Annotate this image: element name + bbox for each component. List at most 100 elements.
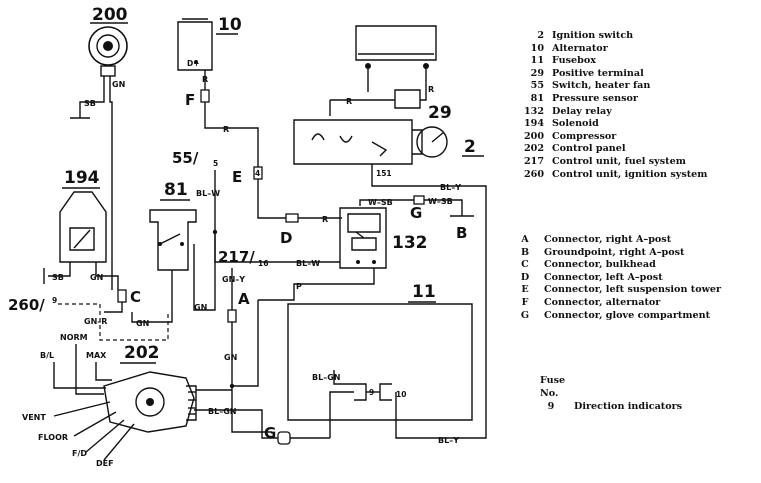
- connector-item-code: A: [521, 234, 529, 245]
- compressor-symbol: [88, 26, 128, 77]
- wire-label-bl-w-relay: BL–W: [296, 259, 320, 268]
- legend-item-name: Alternator: [552, 42, 608, 54]
- legend-item-number: 29: [530, 67, 544, 79]
- legend-item: 200 Compressor: [514, 131, 759, 144]
- label-control-panel-202: 202: [124, 343, 160, 363]
- legend-item-name: Switch, heater fan: [552, 80, 651, 92]
- solenoid-symbol: [59, 191, 107, 263]
- legend-item-name: Control unit, fuel system: [552, 155, 686, 167]
- wire-label-bl-y-bottom: BL–Y: [438, 436, 459, 445]
- connector-item-code: G: [520, 309, 530, 321]
- legend-item-name: Control panel: [552, 143, 626, 155]
- connector-item-name: Connector, left suspension tower: [544, 284, 722, 296]
- wire-label-r-mid: R: [223, 125, 229, 134]
- legend-item-name: Solenoid: [552, 118, 599, 130]
- legend-item-number: 2: [537, 30, 544, 41]
- label-positive-terminal-29: 29: [428, 103, 452, 123]
- label-alternator-10: 10: [218, 15, 242, 35]
- legend-item-name: Compressor: [552, 130, 617, 142]
- label-ignition-control-260: 260/: [8, 296, 45, 314]
- control-panel-symbol: [103, 371, 197, 433]
- wire-label-bl-gn-panel: BL–GN: [208, 407, 236, 416]
- wire-label-bl-y-top: BL–Y: [440, 183, 461, 192]
- connector-f: F: [185, 91, 195, 109]
- legend-item-name: Ignition switch: [552, 30, 634, 41]
- legend-item: 217 Control unit, fuel system: [514, 156, 759, 169]
- legend-item: 260 Control unit, ignition system: [514, 169, 759, 182]
- svg-text:9: 9: [369, 388, 374, 397]
- wire-label-gn-r: GN–R: [84, 317, 107, 326]
- delay-relay-symbol: [339, 207, 387, 269]
- connector-item-code: E: [521, 284, 529, 296]
- battery-fusebox-top: [355, 25, 437, 80]
- position-fd: F/D: [72, 449, 87, 458]
- connector-item: D Connector, left A–post: [514, 272, 759, 285]
- connector-a: A: [238, 290, 250, 308]
- svg-text:151: 151: [376, 169, 392, 178]
- svg-text:16: 16: [258, 259, 268, 268]
- ignition-switch-symbol: [293, 119, 448, 165]
- wire-label-w-sb-left: W–SB: [368, 198, 393, 207]
- connector-item-name: Connector, left A–post: [544, 271, 663, 283]
- connector-item-name: Connector, right A–post: [544, 234, 672, 245]
- legend-item-name: Fusebox: [552, 55, 596, 67]
- connector-item-code: D: [520, 271, 530, 283]
- legend-item-number: 10: [530, 42, 544, 54]
- svg-text:D+: D+: [187, 59, 200, 68]
- position-def: DEF: [96, 459, 114, 468]
- svg-text:10: 10: [396, 390, 406, 399]
- legend-item: 202 Control panel: [514, 143, 759, 156]
- wire-label-bl-gn-fuse: BL–GN: [312, 373, 340, 382]
- legend-item: 10 Alternator: [514, 43, 759, 56]
- legend-item-number: 132: [523, 105, 544, 117]
- wire-label-gn-y: GN–Y: [222, 275, 245, 284]
- wire-label-w-sb-right: W–SB: [428, 197, 453, 206]
- legend-item-number: 217: [523, 155, 544, 167]
- connector-item-name: Connector, alternator: [544, 296, 661, 308]
- legend-item-number: 202: [523, 143, 544, 155]
- position-max: MAX: [86, 351, 107, 360]
- svg-text:R: R: [346, 97, 352, 106]
- fuse-legend: Fuse No. 9 Direction indicators: [540, 375, 740, 413]
- connector-item-name: Connector, glove compartment: [544, 309, 711, 321]
- connector-d: D: [280, 229, 292, 247]
- legend-item-name: Positive terminal: [552, 67, 644, 79]
- connector-item: G Connector, glove compartment: [514, 310, 759, 323]
- position-bl: B/L: [40, 351, 54, 360]
- legend-item: 194 Solenoid: [514, 118, 759, 131]
- alternator-symbol: D+: [177, 18, 213, 71]
- label-fusebox-11: 11: [412, 282, 436, 302]
- position-floor: FLOOR: [38, 433, 68, 442]
- wire-label-sb: SB: [84, 99, 96, 108]
- label-delay-relay-132: 132: [392, 233, 428, 253]
- legend-item-number: 260: [523, 168, 544, 180]
- svg-text:5: 5: [213, 159, 218, 168]
- legend-item-number: 81: [530, 92, 544, 104]
- fuse-title: Fuse: [540, 375, 566, 386]
- connector-item-code: C: [521, 259, 529, 271]
- legend-item-name: Delay relay: [552, 105, 612, 117]
- fuse-number: 9: [547, 400, 555, 412]
- connector-item-code: B: [520, 246, 530, 258]
- label-heater-fan-switch-55: 55/: [172, 149, 199, 167]
- legend-item-number: 200: [523, 130, 544, 142]
- legend-item: 2 Ignition switch: [514, 30, 759, 43]
- wire-label-sb-solenoid: SB: [52, 273, 64, 282]
- connector-g-bottom: G: [264, 424, 276, 442]
- legend-item: 132 Delay relay: [514, 106, 759, 119]
- legend-item-name: Control unit, ignition system: [552, 168, 708, 180]
- position-norm: NORM: [60, 333, 88, 342]
- label-pressure-sensor-81: 81: [164, 180, 188, 200]
- fuse-no-label: No.: [540, 387, 559, 399]
- fuse-name: Direction indicators: [574, 400, 683, 412]
- wire-label-gn-sensor: GN: [136, 319, 149, 328]
- legend-item-number: 194: [523, 118, 544, 130]
- legend-item: 29 Positive terminal: [514, 68, 759, 81]
